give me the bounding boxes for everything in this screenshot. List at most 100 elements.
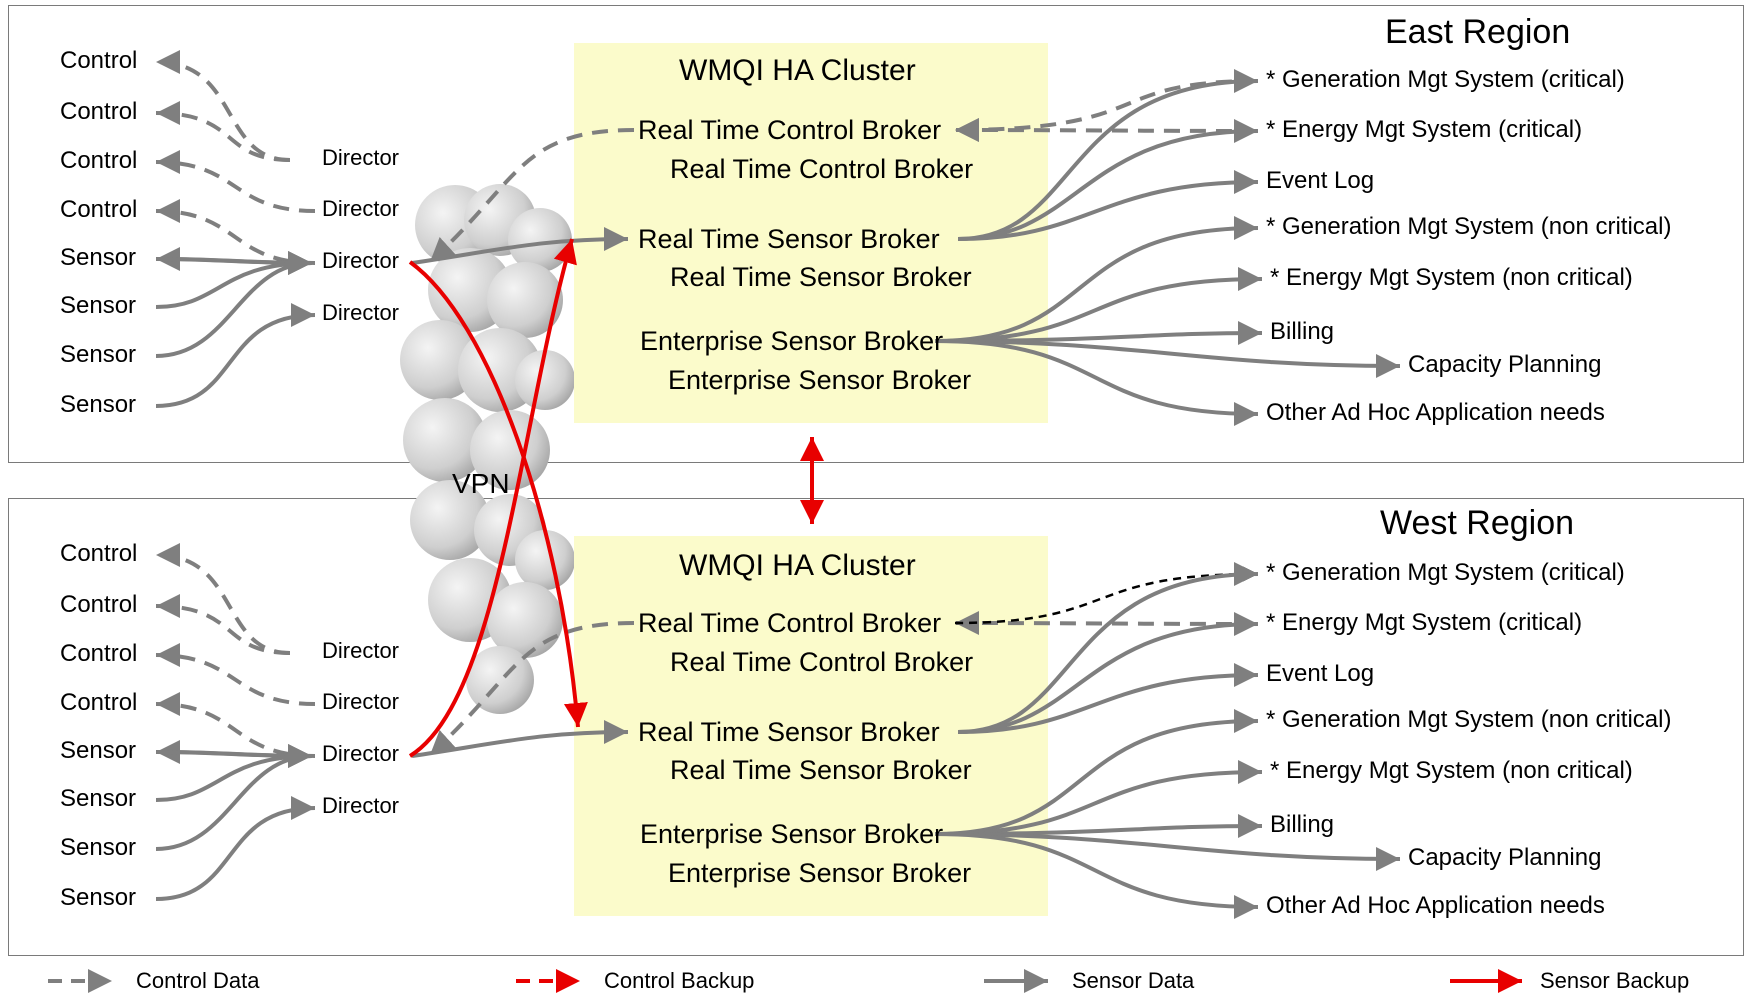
east-target-2: * Energy Mgt System (critical)	[1266, 116, 1583, 143]
west-target-8: Other Ad Hoc Application needs	[1266, 892, 1605, 919]
east-control-link-4	[155, 199, 316, 265]
west-source-sensor-5: Sensor	[60, 737, 137, 764]
east-source-control-3: Control	[60, 147, 138, 174]
west-rt-to-ems-critical	[957, 612, 1259, 734]
sensor-backup-east-to-west	[408, 260, 588, 728]
west-connectors	[155, 543, 1401, 919]
legend-sensor-data: Sensor Data	[1072, 968, 1195, 993]
west-ent-to-gms	[934, 709, 1259, 836]
east-control-link-3	[155, 150, 316, 213]
west-broker-4: Real Time Sensor Broker	[670, 755, 972, 785]
east-target-6: Billing	[1270, 318, 1335, 345]
west-rt-to-event-log	[957, 663, 1259, 734]
east-source-control-1: Control	[60, 47, 138, 74]
west-sensor-in-2	[155, 744, 313, 802]
east-sensor-in-2	[155, 251, 313, 309]
east-source-control-2: Control	[60, 98, 138, 125]
east-broker-6: Enterprise Sensor Broker	[668, 365, 972, 395]
east-source-control-4: Control	[60, 196, 138, 223]
east-rt-to-gms-critical	[957, 69, 1259, 241]
west-sensor-in-3	[155, 744, 313, 851]
west-source-sensor-7: Sensor	[60, 834, 137, 861]
west-target-6: Billing	[1270, 811, 1335, 838]
west-director-2: Director	[322, 689, 400, 714]
west-target-5: * Energy Mgt System (non critical)	[1270, 757, 1633, 784]
west-director-4: Director	[322, 793, 400, 818]
legend-control-data: Control Data	[136, 968, 260, 993]
east-ent-to-adhoc	[934, 339, 1259, 426]
west-source-sensor-8: Sensor	[60, 884, 137, 911]
east-director-3: Director	[322, 248, 400, 273]
east-sensor-in-4	[155, 303, 316, 408]
west-broker-6: Enterprise Sensor Broker	[668, 858, 972, 888]
east-target-5: * Energy Mgt System (non critical)	[1270, 264, 1633, 291]
east-target-8: Other Ad Hoc Application needs	[1266, 399, 1605, 426]
west-control-link-2	[155, 594, 291, 655]
west-ems-critical-to-control	[954, 611, 1259, 636]
west-broker-2: Real Time Control Broker	[670, 647, 974, 677]
east-rt-control-to-director	[428, 128, 635, 264]
east-control-link-2	[155, 101, 291, 162]
legend-control-backup: Control Backup	[604, 968, 755, 993]
east-connectors	[155, 50, 1401, 426]
west-rt-to-gms-critical	[957, 562, 1259, 734]
west-source-control-3: Control	[60, 640, 138, 667]
east-ent-to-gms	[934, 216, 1259, 343]
east-sensor-in-3	[155, 251, 313, 358]
west-broker-5: Enterprise Sensor Broker	[640, 819, 944, 849]
west-source-control-4: Control	[60, 689, 138, 716]
east-target-7: Capacity Planning	[1408, 351, 1602, 378]
east-rt-to-event-log	[957, 170, 1259, 241]
west-target-2: * Energy Mgt System (critical)	[1266, 609, 1583, 636]
west-source-control-2: Control	[60, 591, 138, 618]
west-region-title: West Region	[1380, 504, 1575, 542]
west-source-control-1: Control	[60, 540, 138, 567]
east-broker-4: Real Time Sensor Broker	[670, 262, 972, 292]
west-ent-to-capacity	[934, 832, 1401, 871]
west-cluster-title: WMQI HA Cluster	[679, 549, 916, 582]
east-target-1: * Generation Mgt System (critical)	[1266, 66, 1625, 93]
east-director-1: Director	[322, 145, 400, 170]
east-source-sensor-5: Sensor	[60, 244, 137, 271]
east-broker-2: Real Time Control Broker	[670, 154, 974, 184]
east-cluster-title: WMQI HA Cluster	[679, 54, 916, 87]
east-source-sensor-8: Sensor	[60, 391, 137, 418]
east-source-sensor-7: Sensor	[60, 341, 137, 368]
west-source-sensor-6: Sensor	[60, 785, 137, 812]
east-ent-to-ems	[934, 267, 1263, 343]
west-control-link-4	[155, 692, 316, 758]
east-source-sensor-6: Sensor	[60, 292, 137, 319]
west-broker-1: Real Time Control Broker	[638, 608, 942, 638]
west-director-3: Director	[322, 741, 400, 766]
east-broker-3: Real Time Sensor Broker	[638, 224, 940, 254]
west-control-link-1	[155, 543, 291, 655]
west-target-4: * Generation Mgt System (non critical)	[1266, 706, 1672, 733]
vpn-cloud	[400, 184, 575, 714]
east-ent-to-capacity	[934, 339, 1401, 378]
west-target-3: Event Log	[1266, 660, 1375, 687]
west-target-7: Capacity Planning	[1408, 844, 1602, 871]
east-rt-to-ems-critical	[957, 119, 1259, 241]
west-target-1: * Generation Mgt System (critical)	[1266, 559, 1625, 586]
west-sensor-in-4	[155, 796, 316, 901]
west-director-1: Director	[322, 638, 400, 663]
vpn-label: VPN	[452, 468, 510, 499]
west-rt-control-to-director	[428, 621, 635, 757]
west-ent-to-adhoc	[934, 832, 1259, 919]
east-target-3: Event Log	[1266, 167, 1375, 194]
east-broker-1: Real Time Control Broker	[638, 115, 942, 145]
east-broker-5: Enterprise Sensor Broker	[640, 326, 944, 356]
east-control-link-1	[155, 50, 291, 162]
east-cluster: WMQI HA Cluster	[574, 43, 1048, 423]
west-control-to-gms-critical	[954, 566, 1259, 625]
east-director-2: Director	[322, 196, 400, 221]
west-ent-to-ems	[934, 760, 1263, 836]
legend-sensor-backup: Sensor Backup	[1540, 968, 1690, 993]
west-control-link-3	[155, 643, 316, 706]
sensor-backup-west-to-east	[408, 238, 577, 758]
east-region-title: East Region	[1385, 13, 1571, 51]
east-target-4: * Generation Mgt System (non critical)	[1266, 213, 1672, 240]
west-broker-3: Real Time Sensor Broker	[638, 717, 940, 747]
